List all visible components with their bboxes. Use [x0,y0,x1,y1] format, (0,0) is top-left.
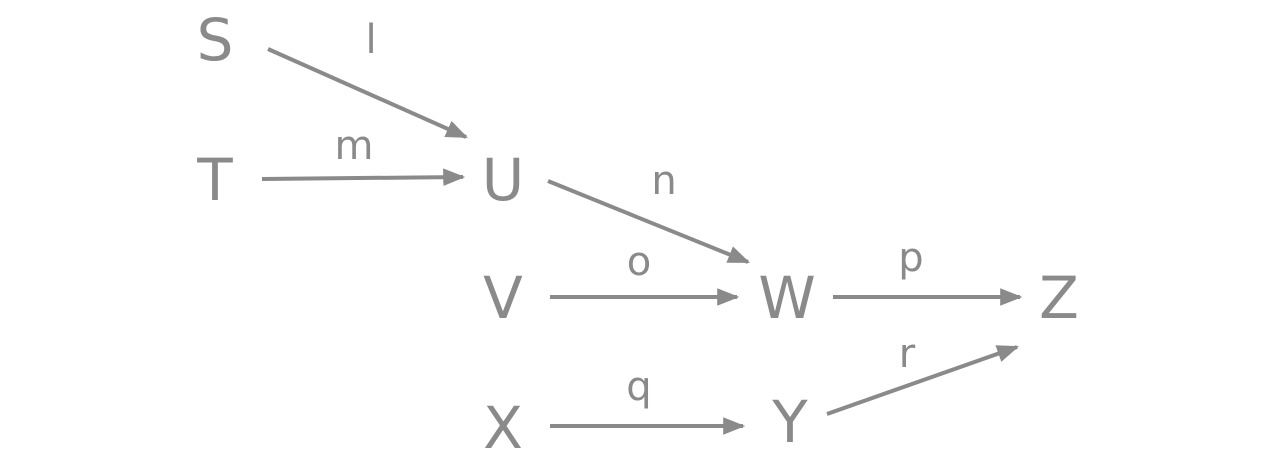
edges [261,47,1023,435]
edge-label-v-w: o [627,239,651,285]
edge-label-t-u: m [335,123,374,169]
node-v: V [483,264,523,332]
edge-label-w-z: p [898,235,923,281]
node-s: S [197,6,234,74]
edge-labels: l m no p q r [335,17,924,410]
node-z: Z [1039,264,1079,332]
edge-arrow-y-z [826,345,1020,416]
edge-arrow-t-u [261,168,466,186]
edge-label-s-u: l [365,17,376,63]
edge-label-u-w: n [651,158,676,204]
node-u: U [482,146,524,214]
node-y: Y [771,388,808,456]
edge-label-x-y: q [626,364,651,410]
edge-label-y-z: r [899,331,916,377]
nodes: S T UV W X Y Z [196,6,1079,462]
edge-arrow-s-u [267,47,469,139]
node-x: X [483,394,523,462]
edge-arrow-u-w [547,179,751,264]
node-w: W [758,264,815,332]
node-t: T [196,146,233,214]
